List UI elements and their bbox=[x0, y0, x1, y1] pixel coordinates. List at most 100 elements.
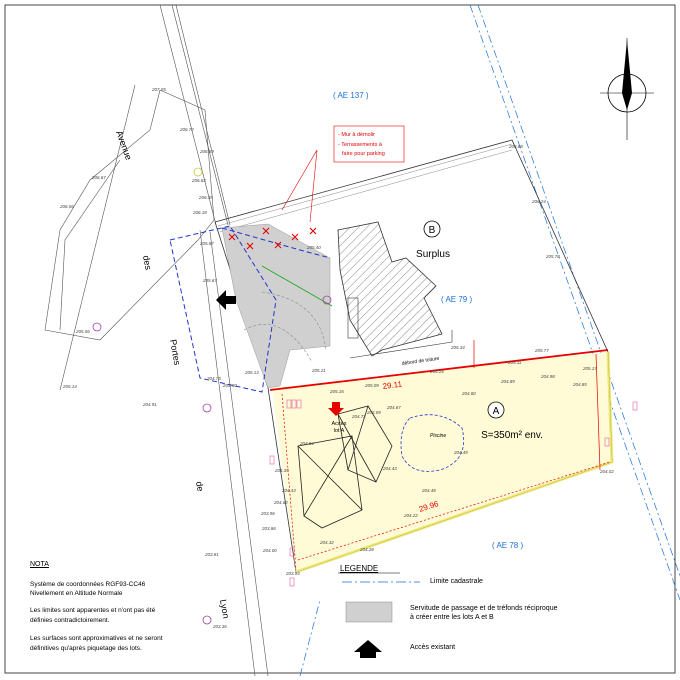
demolition-callout-box bbox=[333, 125, 405, 163]
survey-markers bbox=[269, 399, 638, 587]
svg-text:204.80: 204.80 bbox=[222, 383, 237, 388]
svg-text:204.91: 204.91 bbox=[142, 402, 157, 407]
nota-title: NOTA bbox=[30, 561, 49, 568]
svg-text:204.43: 204.43 bbox=[281, 488, 296, 493]
nota-line-4: définies contradictoirement. bbox=[30, 617, 110, 624]
callout-line-2: - Terrassements à bbox=[338, 142, 383, 148]
svg-text:203.93: 203.93 bbox=[285, 571, 300, 576]
svg-text:204.28: 204.28 bbox=[359, 547, 374, 552]
elevation-labels: 207.05 206.72 206.69 206.63 206.39 206.1… bbox=[59, 87, 614, 629]
pool-outline bbox=[400, 414, 465, 472]
svg-text:206.56: 206.56 bbox=[59, 204, 74, 209]
callout-line-1: - Mur à démolir bbox=[338, 132, 375, 138]
svg-text:206.39: 206.39 bbox=[198, 195, 213, 200]
svg-text:206.67: 206.67 bbox=[91, 175, 106, 180]
servitude-area bbox=[221, 223, 331, 389]
svg-text:206.72: 206.72 bbox=[179, 127, 194, 132]
svg-text:204.64: 204.64 bbox=[299, 441, 314, 446]
pool-label: Piscine bbox=[430, 433, 446, 439]
svg-text:205.11: 205.11 bbox=[507, 360, 522, 365]
lot-b-letter: B bbox=[429, 225, 436, 236]
legend-arrow-symbol bbox=[354, 640, 382, 658]
lot-a-access-arrow bbox=[328, 402, 344, 416]
street-word-1: Avenue bbox=[114, 129, 134, 161]
lot-a-letter: A bbox=[493, 406, 500, 417]
cadastral-limits bbox=[299, 4, 680, 677]
street-word-5: Lyon bbox=[218, 599, 231, 620]
svg-text:204.67: 204.67 bbox=[386, 405, 401, 410]
street-word-3: Portes bbox=[168, 339, 182, 367]
legend-item-servitude: Servitude de passage et de tréfonds réci… bbox=[410, 605, 558, 621]
north-arrow bbox=[600, 38, 654, 140]
street-word-4: de bbox=[194, 481, 206, 493]
svg-text:205.56: 205.56 bbox=[75, 329, 90, 334]
svg-text:204.32: 204.32 bbox=[319, 540, 334, 545]
access-lot-a-line-2: lot A bbox=[334, 428, 345, 434]
lot-boundary bbox=[269, 349, 609, 391]
svg-text:205.40: 205.40 bbox=[306, 245, 321, 250]
svg-text:204.89: 204.89 bbox=[500, 379, 515, 384]
svg-text:204.00: 204.00 bbox=[262, 548, 277, 553]
svg-text:203.81: 203.81 bbox=[204, 552, 219, 557]
callout-line-3: faire pour parking bbox=[342, 151, 385, 157]
svg-text:204.72: 204.72 bbox=[351, 414, 366, 419]
svg-text:206.69: 206.69 bbox=[508, 144, 523, 149]
svg-text:205.17: 205.17 bbox=[582, 366, 597, 371]
svg-text:204.02: 204.02 bbox=[599, 469, 614, 474]
green-alignment-line bbox=[261, 265, 333, 307]
svg-text:204.85: 204.85 bbox=[572, 382, 587, 387]
svg-text:205.09: 205.09 bbox=[364, 383, 379, 388]
svg-text:204.35: 204.35 bbox=[274, 468, 289, 473]
plan-frame bbox=[4, 4, 676, 674]
svg-text:205.09: 205.09 bbox=[366, 410, 381, 415]
dimension-top: 29.11 bbox=[382, 380, 403, 391]
svg-text:205.13: 205.13 bbox=[244, 370, 259, 375]
access-zone-outline bbox=[169, 225, 277, 393]
legend-grey-box-symbol bbox=[345, 601, 393, 623]
stairs bbox=[347, 297, 359, 339]
lot-a-edge bbox=[295, 351, 614, 574]
svg-text:204.22: 204.22 bbox=[403, 513, 418, 518]
svg-text:204.48: 204.48 bbox=[421, 488, 436, 493]
svg-text:204.80: 204.80 bbox=[461, 391, 476, 396]
legend-title: LEGENDE bbox=[340, 564, 379, 573]
svg-text:203.86: 203.86 bbox=[261, 526, 276, 531]
access-lot-a-line-1: Accès bbox=[332, 421, 347, 427]
tree-markers bbox=[92, 167, 332, 625]
svg-text:206.63: 206.63 bbox=[191, 178, 206, 183]
parcel-label-middle: ( AE 79 ) bbox=[441, 295, 472, 304]
svg-text:205.16: 205.16 bbox=[329, 389, 344, 394]
svg-text:205.21: 205.21 bbox=[311, 368, 326, 373]
lot-b-circle bbox=[423, 220, 441, 238]
house-lot-a bbox=[297, 405, 393, 529]
svg-text:205.34: 205.34 bbox=[450, 345, 465, 350]
svg-text:204.98: 204.98 bbox=[540, 374, 555, 379]
svg-text:205.77: 205.77 bbox=[534, 348, 549, 353]
existing-building bbox=[337, 221, 443, 357]
svg-text:205.78: 205.78 bbox=[545, 254, 560, 259]
svg-text:206.69: 206.69 bbox=[199, 149, 214, 154]
svg-text:203.96: 203.96 bbox=[260, 511, 275, 516]
roof-overhang-label: débord de toiture bbox=[401, 356, 439, 367]
nota-line-6: définitives qu'après piquetage des lots. bbox=[30, 645, 142, 652]
street-word-2: des bbox=[141, 255, 153, 272]
north-letter: N bbox=[622, 85, 631, 100]
legend-item-access: Accès existant bbox=[410, 644, 456, 651]
legend-item-cadastral: Limite cadastrale bbox=[430, 578, 483, 585]
svg-text:204.49: 204.49 bbox=[453, 450, 468, 455]
svg-text:204.73: 204.73 bbox=[206, 376, 221, 381]
svg-text:204.43: 204.43 bbox=[382, 466, 397, 471]
svg-text:205.67: 205.67 bbox=[202, 278, 217, 283]
lot-b-name: Surplus bbox=[416, 249, 450, 260]
nota-line-5: Les surfaces sont approximatives et ne s… bbox=[30, 635, 163, 642]
svg-text:205.87: 205.87 bbox=[199, 241, 214, 246]
lot-a-area bbox=[272, 352, 612, 572]
svg-text:206.24: 206.24 bbox=[531, 199, 546, 204]
roof-overhang-line bbox=[349, 330, 453, 359]
demolition-marks bbox=[228, 149, 318, 250]
lot-a-circle bbox=[487, 401, 505, 419]
driveway-arcs bbox=[243, 291, 327, 363]
existing-access-arrow bbox=[216, 290, 236, 310]
svg-text:205.14: 205.14 bbox=[62, 384, 77, 389]
